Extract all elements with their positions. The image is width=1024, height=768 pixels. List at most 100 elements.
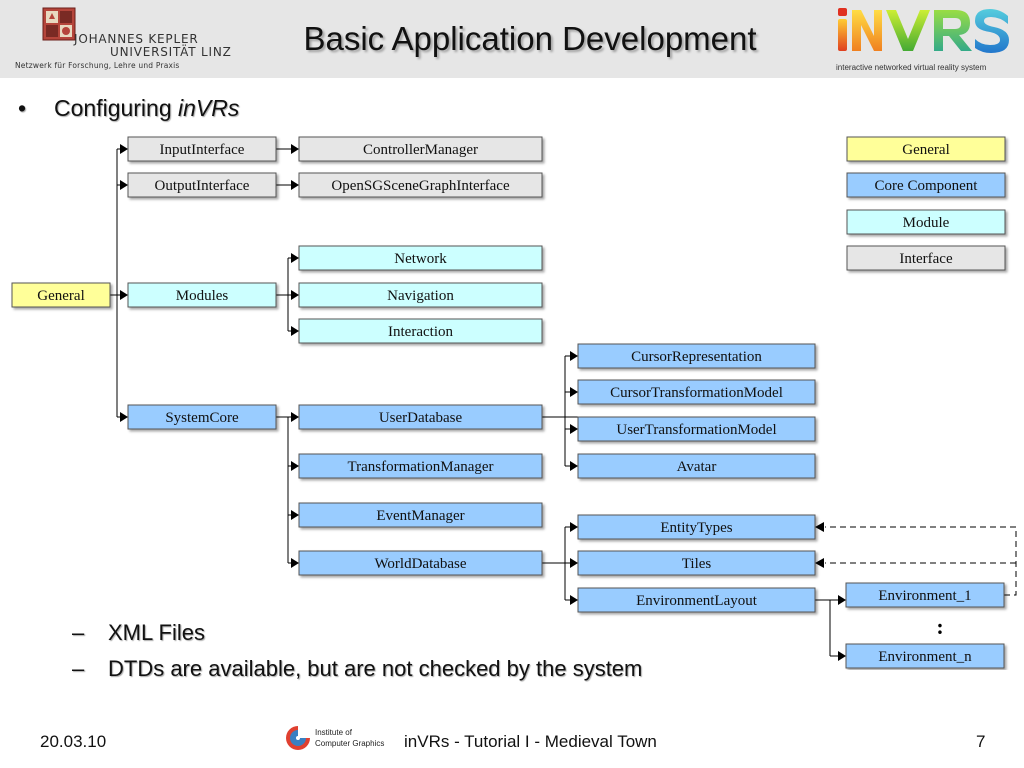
node-interaction: Interaction [298,318,543,344]
legend-core-component-box [846,172,1006,198]
node-system-core-label: SystemCore [165,410,239,426]
node-cursor-representation-label: CursorRepresentation [631,349,762,365]
node-environment-n: Environment_n [845,643,1005,669]
node-event-manager-box [298,502,543,528]
arrowhead [815,522,824,532]
node-user-database: UserDatabase [298,404,543,430]
node-navigation: Navigation [298,282,543,308]
arrowhead [570,595,578,605]
node-output-interface-box [127,172,277,198]
arrowhead [570,558,578,568]
dashed-reference-lines [825,526,1017,596]
node-event-manager-label: EventManager [376,508,464,524]
node-world-database-label: WorldDatabase [374,556,466,572]
node-avatar-label: Avatar [677,459,717,475]
sub-bullet-text: DTDs are available, but are not checked … [108,656,643,681]
node-controller-manager: ControllerManager [298,136,543,162]
arrowhead [291,180,299,190]
arrowhead [120,180,128,190]
legend-general-label: General [902,142,949,158]
invrs-logo [838,8,1009,53]
slide-header: JOHANNES KEPLER UNIVERSITÄT LINZ Netzwer… [0,0,1024,78]
arrowhead [291,253,299,263]
node-user-database-label: UserDatabase [379,410,463,426]
node-tiles-label: Tiles [682,556,712,572]
arrowhead [291,510,299,520]
node-opensg-interface-box [298,172,543,198]
university-name-line2: UNIVERSITÄT LINZ [110,45,232,59]
university-tagline: Netzwerk für Forschung, Lehre und Praxis [15,61,180,70]
node-entity-types-box [577,514,816,540]
legend-interface: Interface [846,245,1006,271]
university-name-line1: JOHANNES KEPLER [74,32,199,46]
legend-module-box [846,209,1006,235]
node-cursor-representation: CursorRepresentation [577,343,816,369]
node-event-manager: EventManager [298,502,543,528]
slide-title: Basic Application Development [303,20,757,57]
node-general-label: General [37,288,84,304]
node-modules-box [127,282,277,308]
node-cursor-transformation-model-box [577,379,816,405]
node-modules: Modules [127,282,277,308]
node-navigation-label: Navigation [387,288,454,304]
node-user-transformation-model-box [577,416,816,442]
configuration-diagram: GeneralInputInterfaceOutputInterfaceModu… [11,136,1017,669]
legend-interface-box [846,245,1006,271]
arrowhead [291,290,299,300]
arrowhead [570,387,578,397]
node-entity-types-label: EntityTypes [660,520,732,536]
legend-interface-label: Interface [899,251,953,267]
node-cursor-transformation-model: CursorTransformationModel [577,379,816,405]
arrowhead [291,412,299,422]
arrowhead [570,461,578,471]
node-environment-layout: EnvironmentLayout [577,587,816,613]
node-environment-1-box [845,582,1005,608]
sub-bullet-dash: – [72,620,85,645]
invrs-tagline: interactive networked virtual reality sy… [836,63,987,72]
node-interaction-label: Interaction [388,324,453,340]
node-transformation-manager-label: TransformationManager [347,459,493,475]
node-cursor-transformation-model-label: CursorTransformationModel [610,385,783,401]
node-user-transformation-model: UserTransformationModel [577,416,816,442]
node-avatar: Avatar [577,453,816,479]
node-controller-manager-box [298,136,543,162]
node-environment-layout-box [577,587,816,613]
icg-logo-line1: Institute of [315,728,353,737]
arrowhead [815,558,824,568]
node-input-interface-box [127,136,277,162]
node-output-interface-label: OutputInterface [155,178,250,194]
node-network-box [298,245,543,271]
sub-bullet-dtd: –DTDs are available, but are not checked… [72,656,642,682]
arrowhead [838,651,846,661]
node-output-interface: OutputInterface [127,172,277,198]
node-interaction-box [298,318,543,344]
legend-core-component-label: Core Component [875,178,979,194]
node-environment-1-label: Environment_1 [878,588,971,604]
footer-title: inVRs - Tutorial I - Medieval Town [404,732,657,751]
node-tiles: Tiles [577,550,816,576]
bullet-italic: inVRs [178,95,240,121]
node-world-database: WorldDatabase [298,550,543,576]
node-opensg-interface-label: OpenSGSceneGraphInterface [331,178,510,194]
arrowhead [291,461,299,471]
node-cursor-representation-box [577,343,816,369]
main-bullet: •Configuring inVRs [18,95,239,122]
node-entity-types: EntityTypes [577,514,816,540]
legend-general-box [846,136,1006,162]
node-opensg-interface: OpenSGSceneGraphInterface [298,172,543,198]
arrowheads [120,144,846,661]
arrowhead [570,424,578,434]
arrowhead [570,351,578,361]
node-general: General [11,282,111,308]
node-navigation-box [298,282,543,308]
node-modules-label: Modules [176,288,229,304]
node-environment-n-label: Environment_n [878,649,972,665]
node-user-transformation-model-label: UserTransformationModel [616,422,776,438]
node-controller-manager-label: ControllerManager [363,142,478,158]
arrowhead [291,144,299,154]
node-tiles-box [577,550,816,576]
node-user-database-box [298,404,543,430]
node-general-box [11,282,111,308]
sub-bullet-dash: – [72,656,85,681]
